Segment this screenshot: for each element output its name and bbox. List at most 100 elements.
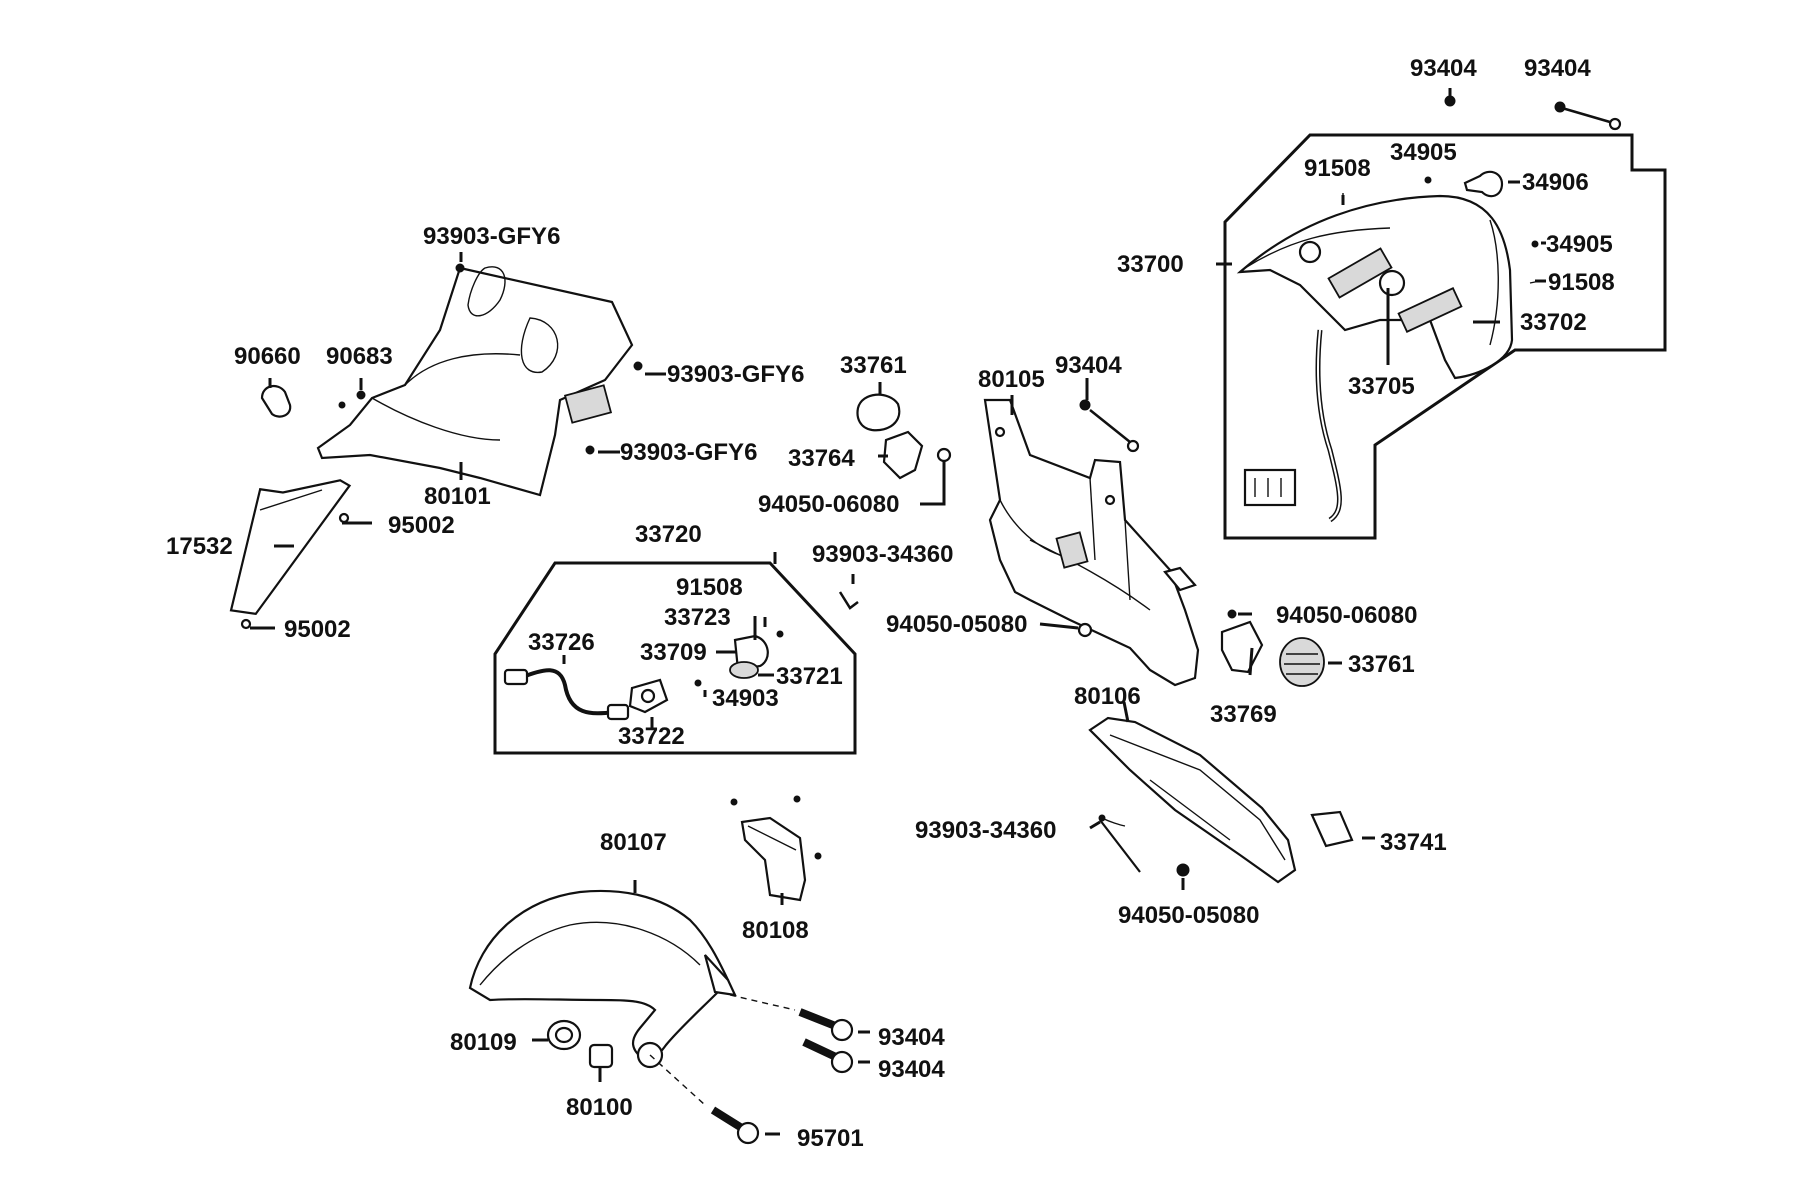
reflector-33761-a <box>856 393 901 432</box>
label-80105: 80105 <box>978 366 1045 393</box>
inner-cover-slot <box>563 384 613 424</box>
label-91508-b: 91508 <box>1548 269 1615 296</box>
bulb-socket-bracket <box>1327 247 1393 299</box>
label-33769: 33769 <box>1210 701 1277 728</box>
screw-93404-b <box>1554 101 1566 113</box>
label-93404-a: 93404 <box>1410 55 1477 82</box>
bracket-33769 <box>1220 620 1264 674</box>
wire-plug-33726 <box>503 668 529 686</box>
label-93903-34360-a: 93903-34360 <box>812 541 953 568</box>
bulb-socket <box>1378 269 1406 297</box>
label-34906: 34906 <box>1522 169 1589 196</box>
bulb-34906 <box>1463 170 1504 198</box>
label-93404-b: 93404 <box>1524 55 1591 82</box>
label-80109: 80109 <box>450 1029 517 1056</box>
screw-93903-gfy6-b <box>633 361 643 371</box>
part-labels: 93404 93404 34905 91508 34906 34905 9150… <box>166 55 1615 1152</box>
front-fender-80107 <box>468 795 854 1145</box>
label-33709: 33709 <box>640 639 707 666</box>
label-33741: 33741 <box>1380 829 1447 856</box>
screw-34905-a <box>1424 176 1432 184</box>
label-93404-c: 93404 <box>1055 352 1122 379</box>
screw-93903-gfy6-c <box>585 445 595 455</box>
screw-93404-c <box>1079 399 1091 411</box>
inner-cover-panel <box>316 266 634 497</box>
label-93903-34360-b: 93903-34360 <box>915 817 1056 844</box>
tail-light-group-box <box>1223 133 1667 540</box>
bolt-95701 <box>710 1106 760 1145</box>
label-17532: 17532 <box>166 533 233 560</box>
mount-bracket <box>1397 287 1463 333</box>
nut-94050-06080-b <box>1227 609 1237 619</box>
nut-94050-05080-a <box>1077 622 1093 638</box>
screw-34903 <box>694 679 702 687</box>
lamp-bulb-left <box>1298 240 1322 264</box>
label-33723: 33723 <box>664 604 731 631</box>
license-light-group <box>493 561 859 755</box>
label-95002-b: 95002 <box>284 616 351 643</box>
collar-80100 <box>588 1043 614 1069</box>
label-90683: 90683 <box>326 343 393 370</box>
lens-33721 <box>729 661 759 679</box>
label-80101: 80101 <box>424 483 491 510</box>
label-93404-d: 93404 <box>878 1024 945 1051</box>
rear-fender-body <box>983 398 1200 687</box>
mudguard-80108 <box>740 816 807 902</box>
label-34903: 34903 <box>712 685 779 712</box>
label-95002-a: 95002 <box>388 512 455 539</box>
bolt-93404-e <box>802 1038 854 1074</box>
label-94050-06080-a: 94050-06080 <box>758 491 899 518</box>
reflector-set-upper <box>856 393 952 480</box>
license-holder-body <box>1088 716 1297 884</box>
label-91508-a: 91508 <box>1304 155 1371 182</box>
nut-94050-05080-b <box>1176 863 1190 877</box>
label-33700: 33700 <box>1117 251 1184 278</box>
license-light-group-box <box>493 561 857 755</box>
label-91508-c: 91508 <box>676 574 743 601</box>
bracket-33764 <box>882 430 924 480</box>
label-94050-05080-a: 94050-05080 <box>886 611 1027 638</box>
label-80107: 80107 <box>600 829 667 856</box>
label-33726: 33726 <box>528 629 595 656</box>
label-33720: 33720 <box>635 521 702 548</box>
label-93903-gfy6-b: 93903-GFY6 <box>667 361 804 388</box>
screw-91508-c <box>776 630 784 638</box>
label-80106: 80106 <box>1074 683 1141 710</box>
label-95701: 95701 <box>797 1125 864 1152</box>
label-33702: 33702 <box>1520 309 1587 336</box>
reflector-33761-b <box>1279 637 1325 687</box>
label-34905-a: 34905 <box>1390 139 1457 166</box>
front-fender-body <box>468 889 730 1062</box>
label-90660: 90660 <box>234 343 301 370</box>
tail-light-assembly <box>1223 88 1667 540</box>
leader-lines <box>250 180 1546 1136</box>
label-34905-b: 34905 <box>1546 231 1613 258</box>
label-94050-06080-b: 94050-06080 <box>1276 602 1417 629</box>
label-94050-05080-b: 94050-05080 <box>1118 902 1259 929</box>
nut-90683 <box>356 390 366 400</box>
clip-95002-b <box>240 618 252 630</box>
label-93404-e: 93404 <box>878 1056 945 1083</box>
tail-light-lens <box>1236 194 1514 380</box>
label-33722: 33722 <box>618 723 685 750</box>
license-holder-80106 <box>1088 716 1354 884</box>
label-93903-gfy6-a: 93903-GFY6 <box>423 223 560 250</box>
label-80108: 80108 <box>742 917 809 944</box>
nut-94050-06080-a <box>936 447 952 463</box>
screw-34905-b <box>1531 240 1539 248</box>
label-33764: 33764 <box>788 445 855 472</box>
bolt-93404-d <box>798 1008 854 1042</box>
label-33761-a: 33761 <box>840 352 907 379</box>
inner-cover-80101 <box>229 263 643 630</box>
rear-fender-80105 <box>983 398 1200 687</box>
wire-connector <box>1243 468 1297 507</box>
label-33761-b: 33761 <box>1348 651 1415 678</box>
clip-90660 <box>260 384 292 418</box>
screw-93903-gfy6-a <box>455 263 465 273</box>
label-33705: 33705 <box>1348 373 1415 400</box>
plate-33741 <box>1310 810 1354 848</box>
label-93903-gfy6-c: 93903-GFY6 <box>620 439 757 466</box>
label-80100: 80100 <box>566 1094 633 1121</box>
clip-95002-a <box>338 512 350 524</box>
